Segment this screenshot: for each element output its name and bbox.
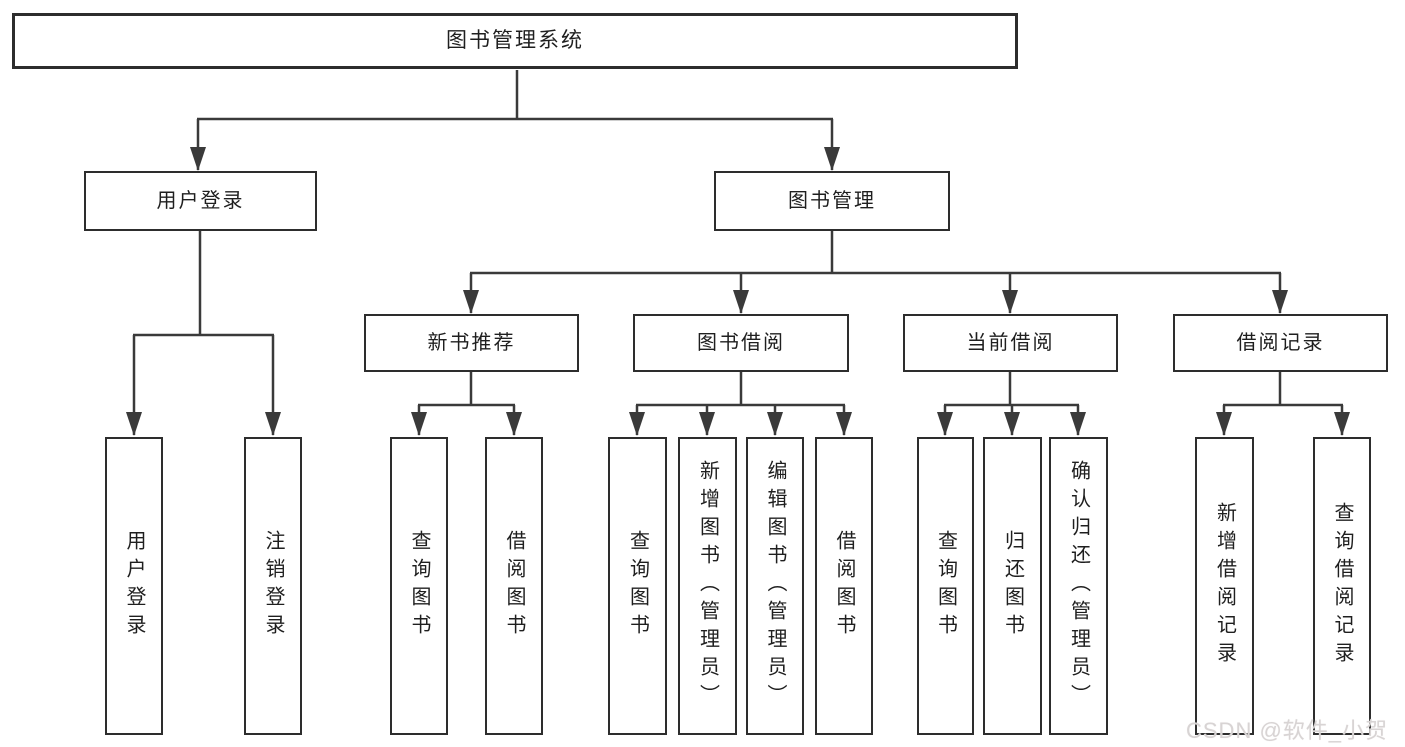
csdn-watermark: CSDN @软件_小贺同学 — [1186, 718, 1389, 743]
node-borrowing-records: 借阅记录 — [1173, 314, 1388, 372]
leaf-query-books-borrow: 查询图书 — [608, 437, 667, 735]
leaf-query-books-current: 查询图书 — [917, 437, 974, 735]
leaf-confirm-return-admin: 确认归还（管理员） — [1049, 437, 1108, 735]
leaf-return-books: 归还图书 — [983, 437, 1042, 735]
node-library-management-system: 图书管理系统 — [12, 13, 1018, 69]
leaf-user-login: 用户登录 — [105, 437, 163, 735]
node-book-borrowing: 图书借阅 — [633, 314, 849, 372]
node-book-management-branch: 图书管理 — [714, 171, 950, 231]
leaf-edit-books-admin: 编辑图书（管理员） — [746, 437, 804, 735]
node-user-login-branch: 用户登录 — [84, 171, 317, 231]
node-new-book-recommendation: 新书推荐 — [364, 314, 579, 372]
tree-edges — [126, 70, 1350, 436]
leaf-borrow-books: 借阅图书 — [815, 437, 873, 735]
leaf-logout: 注销登录 — [244, 437, 302, 735]
leaf-add-borrow-record: 新增借阅记录 — [1195, 437, 1254, 735]
leaf-borrow-books-recommend: 借阅图书 — [485, 437, 543, 735]
leaf-query-books-recommend: 查询图书 — [390, 437, 448, 735]
node-current-borrowing: 当前借阅 — [903, 314, 1118, 372]
leaf-add-books-admin: 新增图书（管理员） — [678, 437, 737, 735]
leaf-query-borrow-record: 查询借阅记录 — [1313, 437, 1371, 735]
